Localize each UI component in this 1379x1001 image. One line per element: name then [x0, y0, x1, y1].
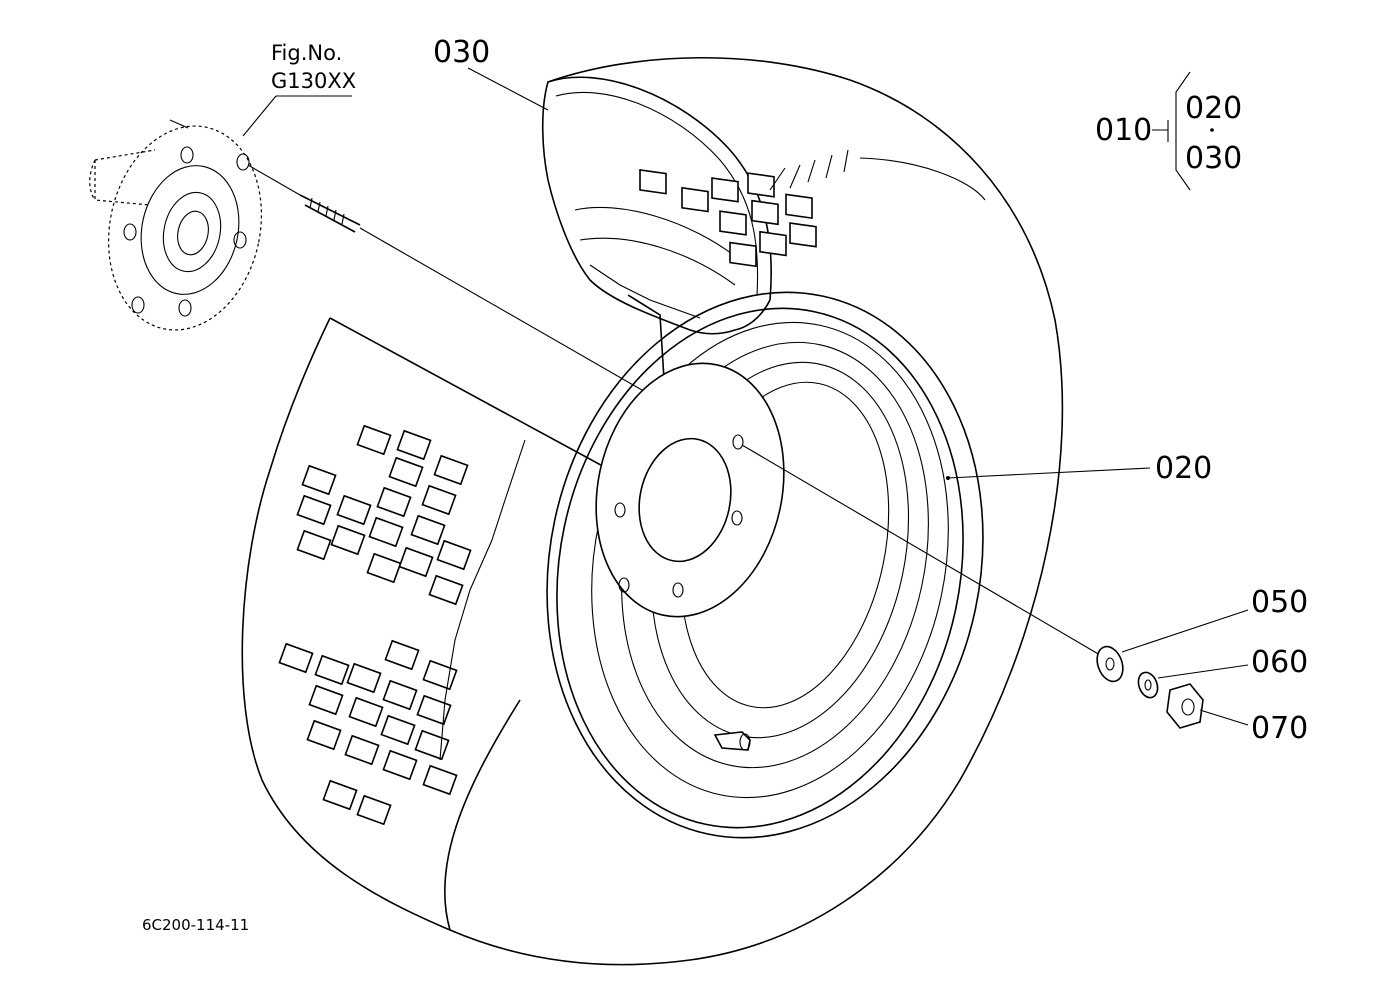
- assembly-parent: 010: [1095, 113, 1152, 148]
- washer: [1096, 645, 1124, 683]
- wheel-hardware: [741, 444, 1204, 729]
- assembly-child-bottom: 030: [1185, 141, 1242, 176]
- tire-section: [541, 76, 773, 406]
- rim: [546, 291, 984, 839]
- stud-bolt: [247, 164, 669, 406]
- callout-020: 020: [1155, 451, 1212, 486]
- spring-washer: [1137, 671, 1159, 699]
- drawing-code: 6C200-114-11: [142, 916, 249, 934]
- callout-030: 030: [433, 35, 490, 70]
- tire-body: [241, 56, 1064, 966]
- callout-060: 060: [1251, 645, 1308, 680]
- callout-050: 050: [1251, 585, 1308, 620]
- callout-070: 070: [1251, 711, 1308, 746]
- tread-lugs-top: [639, 149, 849, 268]
- nut: [1166, 683, 1204, 729]
- leader-lines: [242, 67, 1249, 726]
- tread-lugs-side: [278, 424, 526, 826]
- hub-assembly: [89, 119, 263, 331]
- assembly-child-top: 020: [1185, 91, 1242, 126]
- fig-no-label: Fig.No.: [271, 41, 342, 65]
- fig-no-number: G130XX: [271, 69, 356, 93]
